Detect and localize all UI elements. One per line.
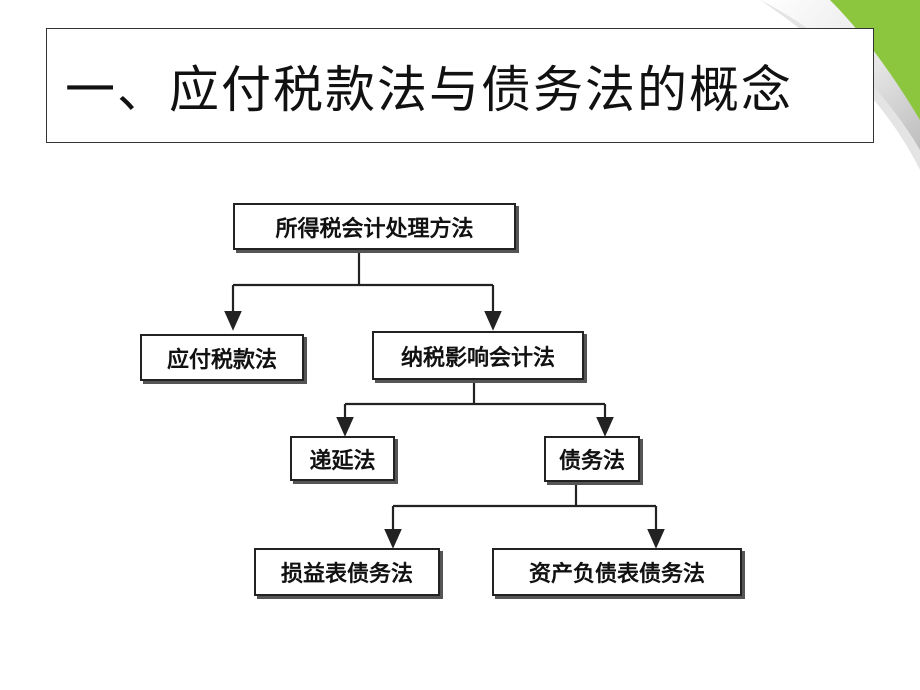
node-level3-right: 资产负债表债务法 xyxy=(492,548,742,596)
node-level1-right: 纳税影响会计法 xyxy=(372,331,584,380)
node-level2-right-label: 债务法 xyxy=(558,449,625,474)
node-root-label: 所得税会计处理方法 xyxy=(275,216,474,242)
node-level1-left: 应付税款法 xyxy=(140,334,304,381)
node-level2-left-label: 递延法 xyxy=(309,448,376,474)
node-level1-left-label: 应付税款法 xyxy=(166,347,277,373)
node-level3-right-label: 资产负债表债务法 xyxy=(528,562,705,587)
node-level1-right-label: 纳税影响会计法 xyxy=(400,345,555,371)
node-level3-left: 损益表债务法 xyxy=(254,548,440,596)
node-level3-left-label: 损益表债务法 xyxy=(280,562,413,587)
node-level2-left: 递延法 xyxy=(290,436,395,481)
slide-title: 一、应付税款法与债务法的概念 xyxy=(65,60,793,119)
node-root: 所得税会计处理方法 xyxy=(233,203,516,250)
node-level2-right: 债务法 xyxy=(544,436,640,482)
title-box: 一、应付税款法与债务法的概念 xyxy=(46,28,874,143)
